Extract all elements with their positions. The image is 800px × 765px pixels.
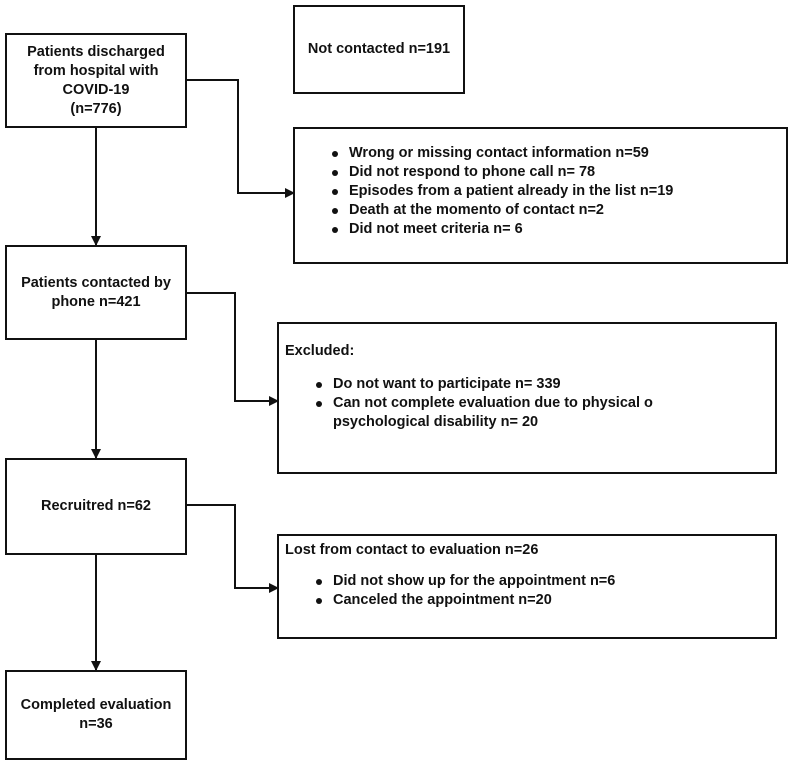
- completed-line-1: Completed evaluation: [20, 697, 172, 713]
- arrow-discharged-to-reasons: [187, 79, 295, 198]
- discharged-line-1: Patients discharged: [27, 43, 165, 60]
- excluded-list: Do not want to participate n= 339 Can no…: [285, 375, 765, 432]
- completed-box: Completed evaluation n=36: [5, 670, 187, 760]
- recruited-box: Recruitred n=62: [5, 458, 187, 555]
- lost-list: Did not show up for the appointment n=6 …: [285, 572, 775, 610]
- not-contacted-label: Not contacted n=191: [307, 41, 451, 57]
- discharged-line-3: COVID-19: [62, 81, 130, 98]
- excluded-box: Excluded: Do not want to participate n= …: [277, 322, 777, 474]
- lost-box: Lost from contact to evaluation n=26 Did…: [277, 534, 777, 639]
- reason-item: Did not respond to phone call n= 78: [332, 163, 786, 182]
- arrow-contacted-to-excluded: [187, 292, 279, 406]
- discharged-line-4: (n=776): [70, 100, 122, 117]
- contacted-line-2: phone n=421: [51, 293, 141, 310]
- excluded-item: Do not want to participate n= 339: [316, 375, 765, 394]
- reason-item: Wrong or missing contact information n=5…: [332, 144, 786, 163]
- contacted-box: Patients contacted by phone n=421: [5, 245, 187, 340]
- arrow-recruited-to-lost: [187, 504, 279, 593]
- reason-item: Death at the momento of contact n=2: [332, 201, 786, 220]
- recruited-label: Recruitred n=62: [40, 498, 151, 514]
- not-contacted-reasons-list: Wrong or missing contact information n=5…: [295, 144, 786, 239]
- contacted-line-1: Patients contacted by: [21, 274, 171, 291]
- reason-item: Did not meet criteria n= 6: [332, 220, 786, 239]
- lost-item: Did not show up for the appointment n=6: [316, 572, 775, 591]
- lost-heading: Lost from contact to evaluation n=26: [285, 542, 539, 558]
- excluded-heading: Excluded:: [285, 343, 355, 359]
- completed-line-2: n=36: [79, 716, 113, 732]
- discharged-line-2: from hospital with: [33, 62, 159, 79]
- not-contacted-reasons-box: Wrong or missing contact information n=5…: [293, 127, 788, 264]
- excluded-item: Can not complete evaluation due to physi…: [316, 394, 688, 432]
- not-contacted-box: Not contacted n=191: [293, 5, 465, 94]
- lost-item: Canceled the appointment n=20: [316, 591, 775, 610]
- discharged-box: Patients discharged from hospital with C…: [5, 33, 187, 128]
- reason-item: Episodes from a patient already in the l…: [332, 182, 786, 201]
